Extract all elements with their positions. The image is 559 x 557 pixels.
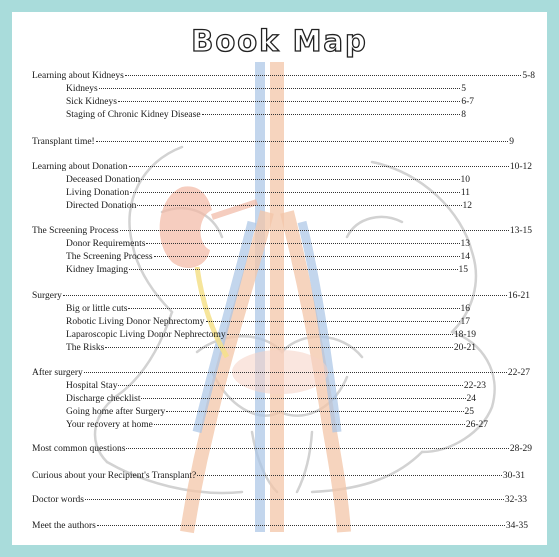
toc-label: Laparoscopic Living Donor Nephrectomy: [66, 330, 226, 340]
toc-subsection: The Screening Process 14: [66, 251, 470, 263]
toc-page: 18-19: [453, 330, 476, 340]
toc-page: 17: [460, 317, 471, 327]
toc-section: Curious about your Recipient's Transplan…: [32, 470, 525, 482]
toc-page: 13: [460, 239, 471, 249]
toc-page: 15: [458, 265, 469, 275]
toc-page: 16: [460, 304, 471, 314]
toc-page: 14: [460, 252, 471, 262]
toc-page: 12: [462, 201, 473, 211]
toc-label: Big or little cuts: [66, 304, 128, 314]
toc-label: Learning about Donation: [32, 162, 128, 172]
toc-page: 5-8: [522, 71, 535, 81]
toc-page: 30-31: [502, 471, 525, 481]
toc-label: Curious about your Recipient's Transplan…: [32, 471, 197, 481]
toc-label: Learning about Kidneys: [32, 71, 124, 81]
toc-page: 28-29: [509, 444, 532, 454]
toc-page: 20-21: [453, 343, 476, 353]
toc-label: The Risks: [66, 343, 105, 353]
toc-page: 9: [509, 137, 514, 147]
toc-label: Robotic Living Donor Nephrectomy: [66, 317, 205, 327]
toc-subsection: Kidneys 5: [66, 83, 466, 95]
toc-label: Doctor words: [32, 495, 84, 505]
toc-label: Discharge checklist: [66, 394, 141, 404]
toc-page: 22-27: [507, 368, 530, 378]
toc-page: 10: [460, 175, 471, 185]
book-page: Book Map Learning about Kidneys 5-8 Kidne…: [12, 12, 547, 545]
toc-subsection: Kidney Imaging 15: [66, 264, 468, 276]
toc-page: 16-21: [507, 291, 530, 301]
toc-label: The Screening Process: [32, 226, 119, 236]
toc-page: 22-23: [463, 381, 486, 391]
toc-subsection: Your recovery at home 26-27: [66, 419, 488, 431]
page-title: Book Map: [191, 23, 368, 58]
toc-subsection: Going home after Surgery 25: [66, 406, 474, 418]
toc-label: After surgery: [32, 368, 83, 378]
toc-subsection: Big or little cuts 16: [66, 303, 470, 315]
toc-label: Going home after Surgery: [66, 407, 166, 417]
toc-subsection: Deceased Donation 10: [66, 174, 470, 186]
toc-section: After surgery 22-27: [32, 367, 530, 379]
toc-page: 6-7: [461, 97, 474, 107]
toc-section: Doctor words 32-33: [32, 494, 527, 506]
toc-label: Directed Donation: [66, 201, 137, 211]
toc-subsection: Robotic Living Donor Nephrectomy 17: [66, 316, 470, 328]
table-of-contents: Learning about Kidneys 5-8 Kidneys 5 Sick …: [12, 12, 547, 545]
toc-section: Learning about Donation 10-12: [32, 161, 532, 173]
toc-page: 24: [466, 394, 477, 404]
toc-label: Most common questions: [32, 444, 126, 454]
toc-page: 13-15: [509, 226, 532, 236]
toc-page: 34-35: [505, 521, 528, 531]
toc-subsection: Sick Kidneys 6-7: [66, 96, 474, 108]
toc-subsection: Discharge checklist 24: [66, 393, 476, 405]
toc-page: 10-12: [509, 162, 532, 172]
toc-label: Meet the authors: [32, 521, 96, 531]
toc-subsection: Donor Requirements 13: [66, 238, 470, 250]
toc-subsection: Directed Donation 12: [66, 200, 472, 212]
toc-label: Staging of Chronic Kidney Disease: [66, 110, 201, 120]
toc-label: Deceased Donation: [66, 175, 141, 185]
toc-section: Learning about Kidneys 5-8: [32, 70, 535, 82]
toc-subsection: Staging of Chronic Kidney Disease 8: [66, 109, 466, 121]
toc-page: 32-33: [504, 495, 527, 505]
toc-subsection: Laparoscopic Living Donor Nephrectomy 18-…: [66, 329, 476, 341]
toc-section: Meet the authors 34-35: [32, 520, 528, 532]
toc-page: 8: [461, 110, 466, 120]
toc-label: Your recovery at home: [66, 420, 153, 430]
toc-section: The Screening Process 13-15: [32, 225, 532, 237]
toc-page: 25: [464, 407, 475, 417]
toc-section: Transplant time! 9: [32, 136, 514, 148]
toc-label: The Screening Process: [66, 252, 153, 262]
toc-page: 26-27: [465, 420, 488, 430]
toc-subsection: The Risks 20-21: [66, 342, 476, 354]
toc-page: 11: [460, 188, 470, 198]
toc-label: Kidney Imaging: [66, 265, 129, 275]
toc-subsection: Living Donation 11: [66, 187, 470, 199]
toc-subsection: Hospital Stay 22-23: [66, 380, 486, 392]
toc-label: Hospital Stay: [66, 381, 118, 391]
toc-section: Most common questions 28-29: [32, 443, 532, 455]
toc-label: Donor Requirements: [66, 239, 146, 249]
toc-label: Living Donation: [66, 188, 130, 198]
toc-label: Kidneys: [66, 84, 98, 94]
toc-page: 5: [461, 84, 466, 94]
toc-label: Sick Kidneys: [66, 97, 117, 107]
toc-label: Transplant time!: [32, 137, 95, 147]
toc-section: Surgery 16-21: [32, 290, 530, 302]
toc-label: Surgery: [32, 291, 62, 301]
